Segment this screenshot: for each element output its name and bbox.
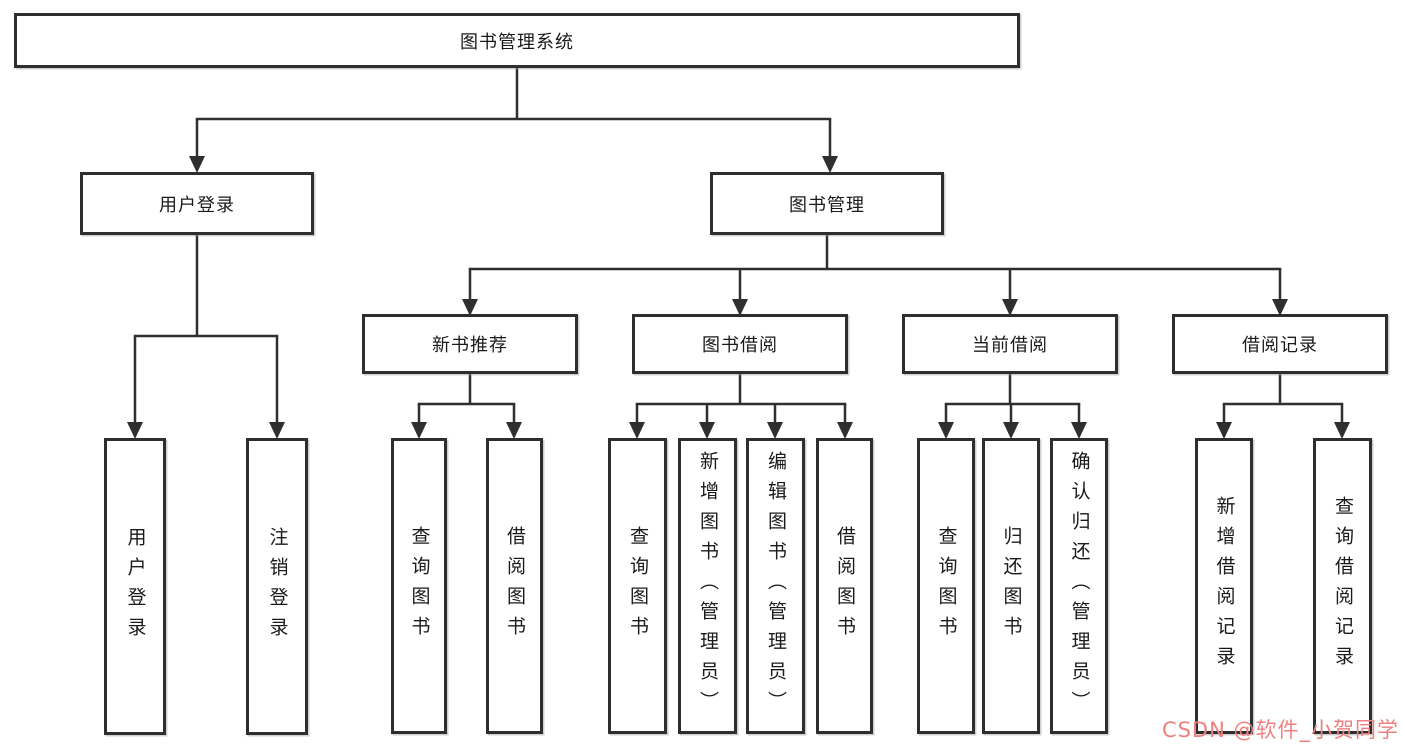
leaf-label: 归还图书 [1000,526,1023,646]
node-new-book-recommendation: 新书推荐 [362,314,578,374]
node-label: 用户登录 [159,194,235,216]
leaf-add-borrow-record: 新增借阅记录 [1195,438,1253,734]
leaf-confirm-return-admin: 确认归还（管理员） [1050,438,1108,734]
leaf-label: 用户登录 [124,526,147,647]
node-label: 新书推荐 [432,335,508,356]
leaf-query-books-current: 查询图书 [917,438,975,734]
leaf-label: 编辑图书（管理员） [765,451,787,721]
leaf-query-books-borrow: 查询图书 [608,438,667,734]
node-label: 当前借阅 [972,335,1048,356]
node-user-login: 用户登录 [80,172,314,235]
leaf-label: 查询借阅记录 [1332,496,1354,676]
leaf-label: 注销登录 [266,526,289,647]
leaf-user-login: 用户登录 [104,438,166,735]
leaf-query-books-recommend: 查询图书 [391,438,447,734]
node-label: 借阅记录 [1242,335,1318,356]
leaf-edit-books-admin: 编辑图书（管理员） [746,438,805,734]
node-label: 图书管理 [789,194,865,216]
leaf-label: 借阅图书 [504,526,526,646]
node-book-borrowing: 图书借阅 [632,314,848,374]
csdn-watermark: CSDN @软件_小贺同学 [1161,718,1399,742]
node-book-management: 图书管理 [710,172,944,235]
leaf-label: 查询图书 [627,526,649,646]
node-borrowing-records: 借阅记录 [1172,314,1388,374]
leaf-label: 查询图书 [408,526,431,646]
node-library-management-system: 图书管理系统 [14,13,1020,68]
leaf-add-books-admin: 新增图书（管理员） [678,438,737,734]
leaf-label: 查询图书 [935,526,958,646]
leaf-return-books: 归还图书 [982,438,1040,734]
leaf-borrow-books: 借阅图书 [816,438,873,734]
leaf-logout: 注销登录 [246,438,308,735]
leaf-borrow-books-recommend: 借阅图书 [486,438,543,734]
leaf-label: 确认归还（管理员） [1068,451,1091,721]
node-label: 图书管理系统 [460,31,574,53]
leaf-label: 新增图书（管理员） [697,451,719,721]
leaf-query-borrow-record: 查询借阅记录 [1313,438,1372,734]
node-label: 图书借阅 [702,335,778,356]
leaf-label: 新增借阅记录 [1213,496,1236,676]
leaf-label: 借阅图书 [834,526,856,646]
node-current-borrowing: 当前借阅 [902,314,1118,374]
